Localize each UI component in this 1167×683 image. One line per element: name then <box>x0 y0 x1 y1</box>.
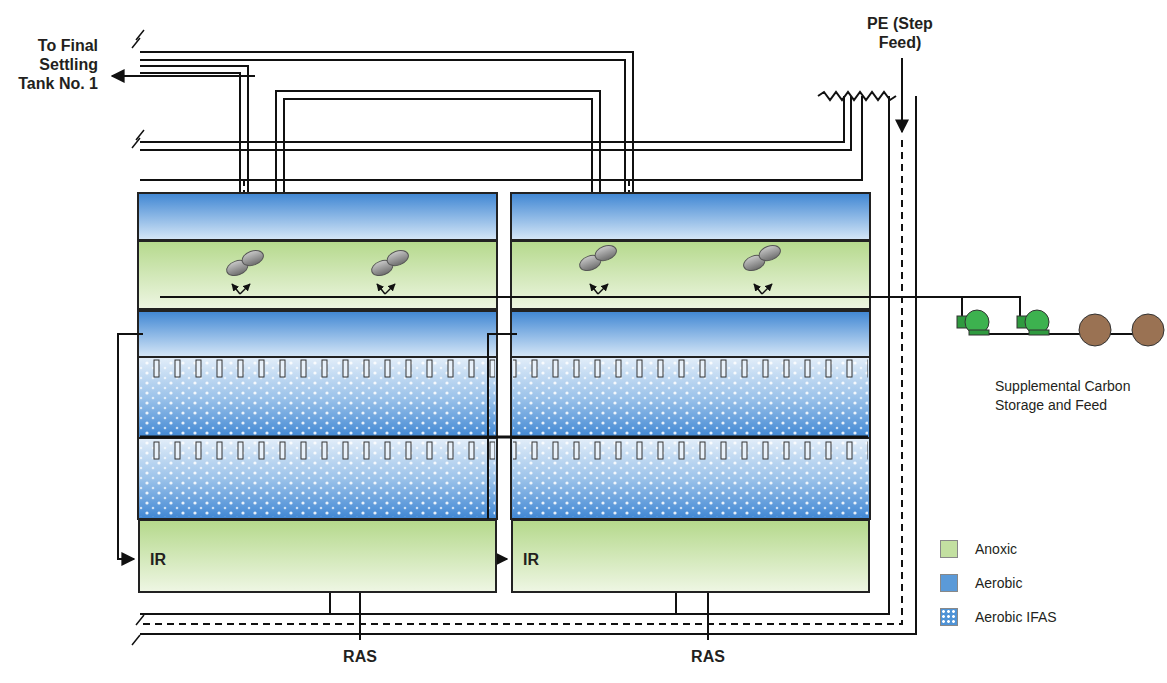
legend-swatch <box>940 540 958 558</box>
recycle-label: IR <box>150 551 166 569</box>
flow-label: RAS <box>683 647 733 666</box>
equipment-label: Supplemental Carbon Storage and Feed <box>995 377 1160 415</box>
recycle-label: IR <box>523 551 539 569</box>
anoxic-basin: IR <box>511 519 870 593</box>
legend-text: Aerobic <box>975 575 1022 591</box>
feed-label: PE (Step Feed) <box>852 14 948 52</box>
legend-swatch <box>940 608 958 626</box>
outlet-label: To Final Settling Tank No. 1 <box>4 36 98 93</box>
flow-label: RAS <box>335 647 385 666</box>
legend-swatch <box>940 574 958 592</box>
legend-text: Aerobic IFAS <box>975 609 1057 625</box>
legend-text: Anoxic <box>975 541 1017 557</box>
anoxic-basin: IR <box>138 519 497 593</box>
